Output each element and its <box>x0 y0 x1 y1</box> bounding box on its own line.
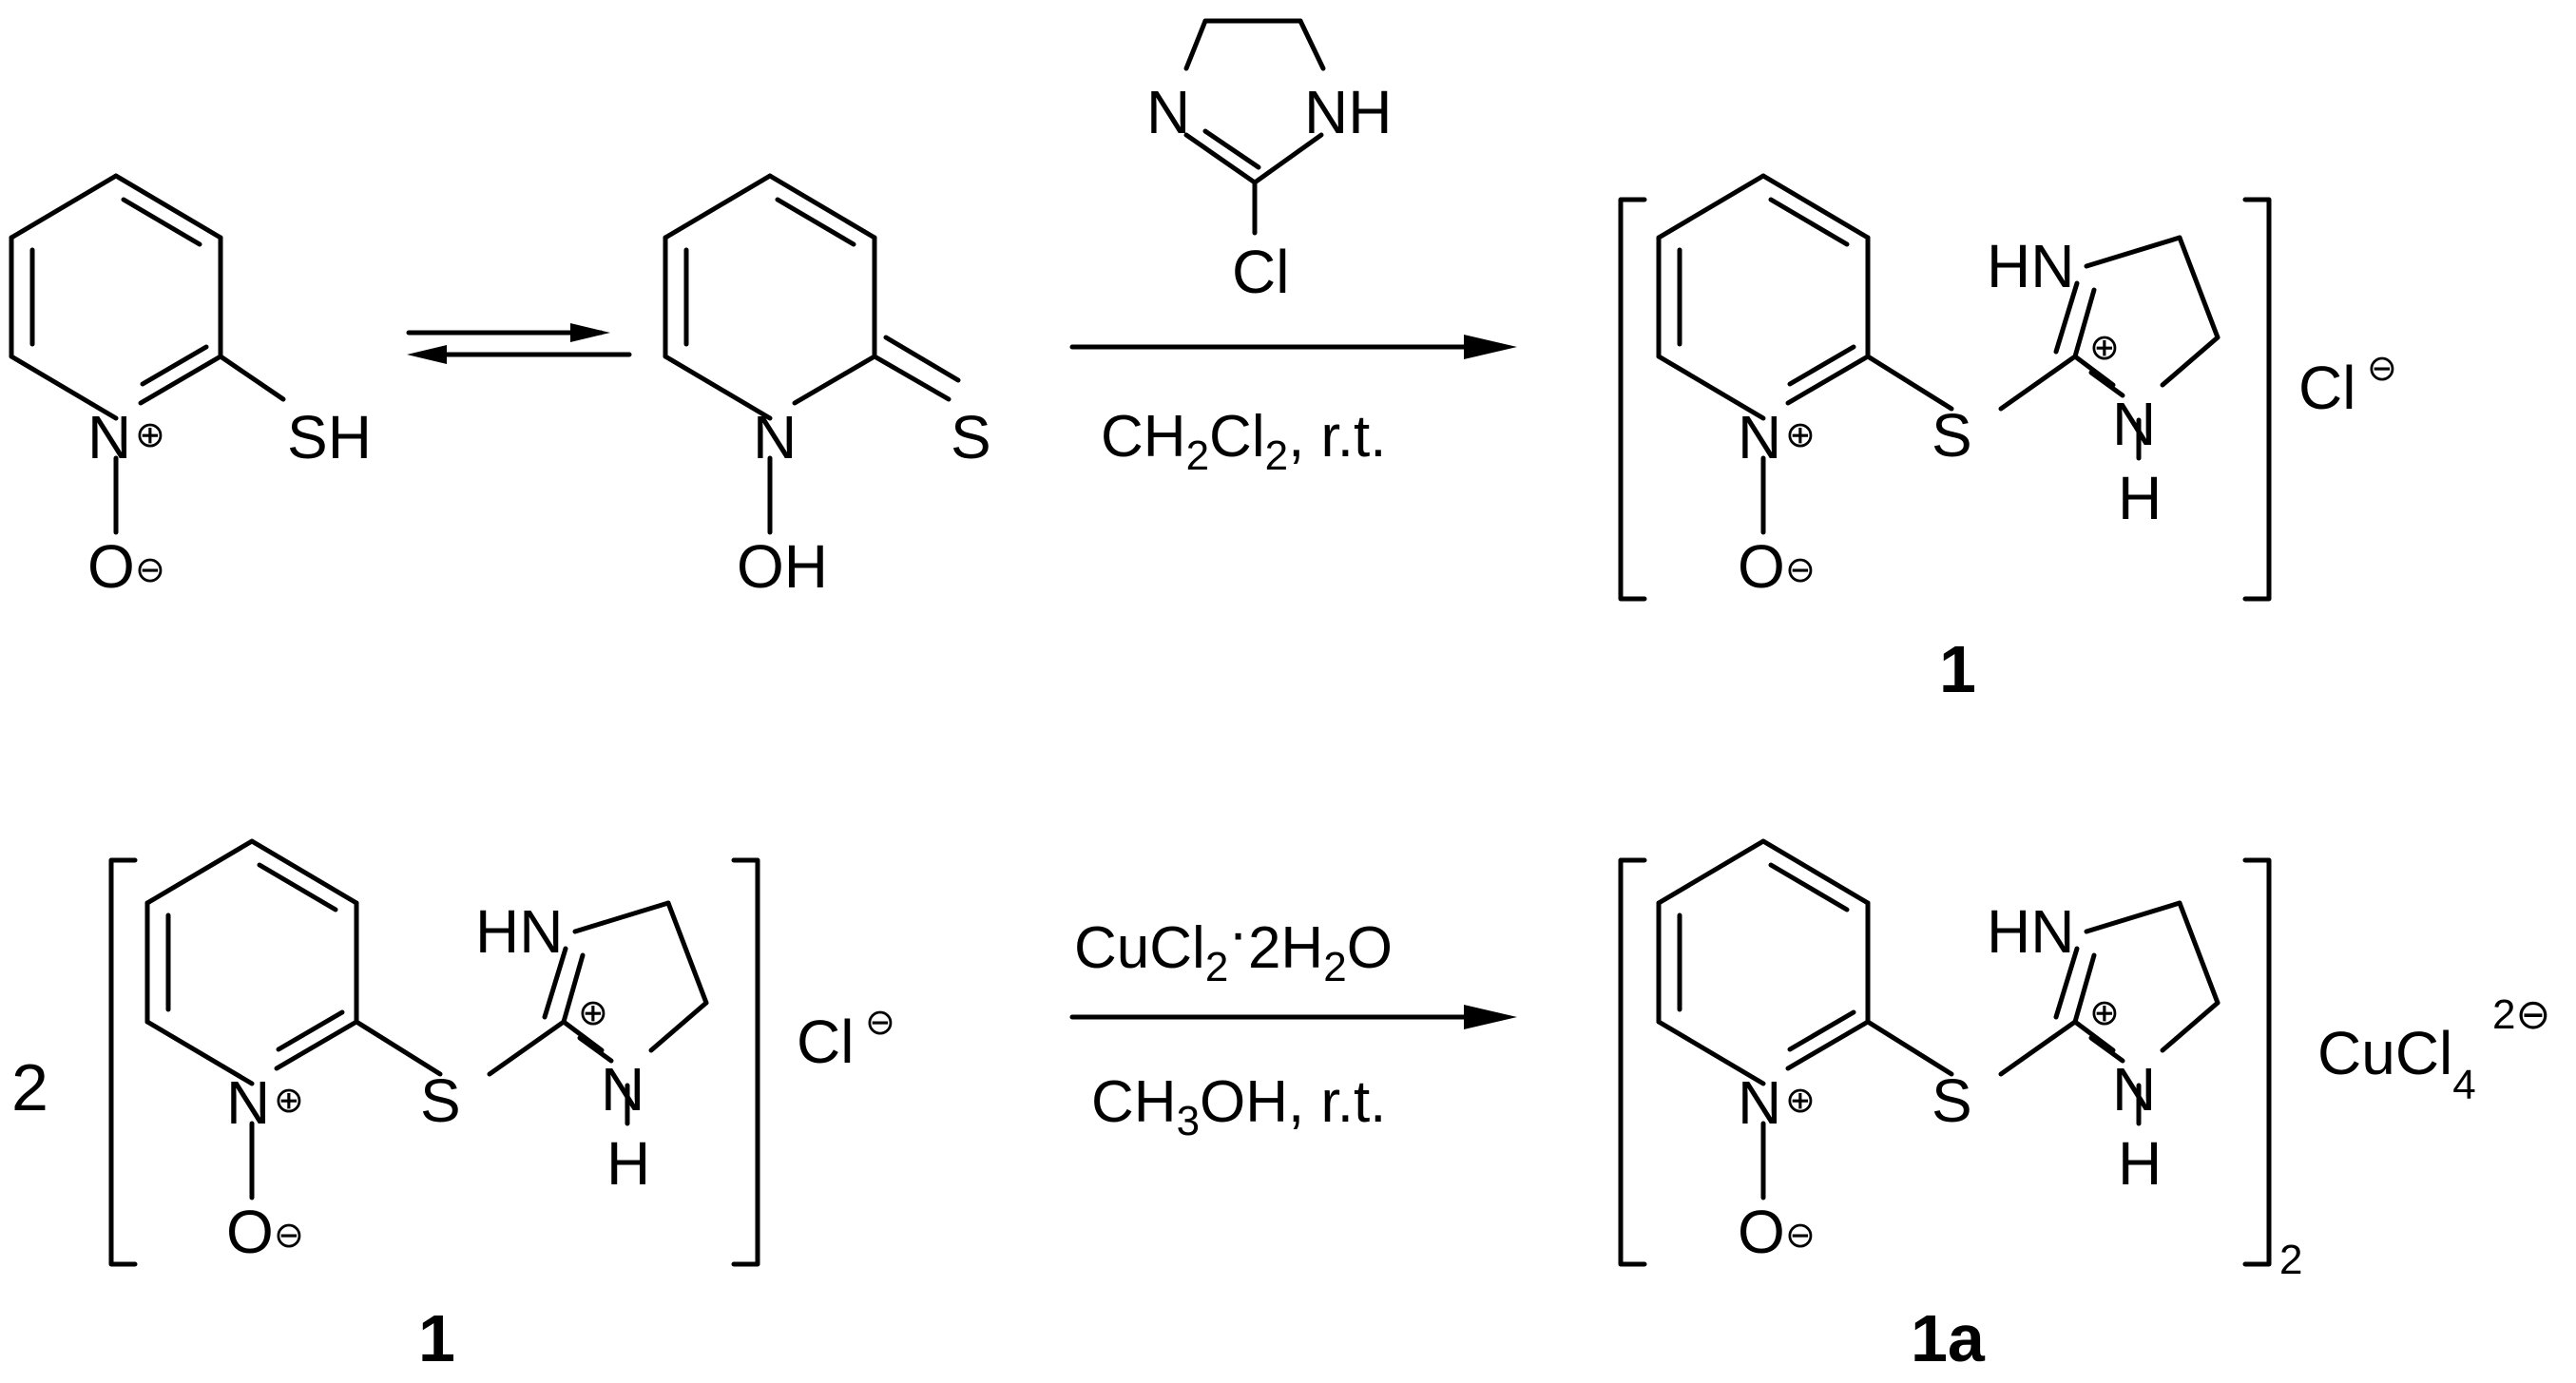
conditions-reagent-2: CuCl2·2H2O <box>1074 900 1393 990</box>
atom-oh: OH <box>737 532 828 601</box>
charge-minus: ⊖ <box>274 1214 304 1256</box>
reaction-arrow-1: CH2Cl2, r.t. <box>1069 335 1517 479</box>
cucl4-charge: 2⊖ <box>2492 991 2550 1038</box>
hydroxypyridinethione: N S OH <box>663 173 991 601</box>
conditions-solvent-2: CH3OH, r.t. <box>1091 1069 1386 1144</box>
atom-o: O <box>1738 532 1785 601</box>
counter-ion-cucl4: CuCl4 <box>2317 1019 2476 1108</box>
atom-s: S <box>420 1066 461 1135</box>
product-1-salt: N ⊕ O ⊖ S HN ⊕ N H Cl ⊖ 1 <box>1618 176 2397 706</box>
atom-n: N <box>1738 1068 1781 1137</box>
charge-plus: ⊕ <box>1785 1079 1816 1121</box>
atom-o: O <box>226 1198 274 1266</box>
atom-nh: NH <box>1304 78 1392 146</box>
atom-s: S <box>1932 1066 1972 1135</box>
counter-ion-cl: Cl <box>797 1008 854 1076</box>
atom-n: N <box>601 1055 644 1124</box>
reaction-arrow-2: CuCl2·2H2O CH3OH, r.t. <box>1069 900 1517 1144</box>
atom-s: S <box>1932 401 1972 470</box>
atom-n: N <box>2112 1055 2156 1124</box>
atom-hn: HN <box>1987 897 2074 966</box>
conditions-solvent-1: CH2Cl2, r.t. <box>1101 404 1386 479</box>
charge-plus: ⊕ <box>2089 991 2120 1033</box>
charge-minus: ⊖ <box>2367 347 2397 389</box>
chloroimidazoline-reagent: N NH Cl <box>1146 18 1392 306</box>
compound-label-1: 1 <box>1939 632 1976 706</box>
charge-plus: ⊕ <box>135 413 165 455</box>
atom-o: O <box>1738 1198 1785 1266</box>
atom-n: N <box>1738 403 1781 471</box>
reactant-2-salt: 2 N ⊕ O ⊖ S HN ⊕ N H Cl ⊖ 1 <box>11 841 895 1375</box>
charge-plus: ⊕ <box>2089 326 2120 368</box>
atom-hn: HN <box>475 897 563 966</box>
compound-label-1a: 1a <box>1911 1301 1986 1375</box>
charge-minus: ⊖ <box>135 548 165 590</box>
atom-h: H <box>2118 464 2162 532</box>
atom-n: N <box>1146 78 1190 146</box>
charge-plus: ⊕ <box>274 1079 304 1121</box>
bracket-subscript: 2 <box>2279 1237 2302 1283</box>
atom-n: N <box>2112 390 2156 458</box>
charge-minus: ⊖ <box>1785 1214 1816 1256</box>
product-1a-salt: N ⊕ O ⊖ S HN ⊕ N H 2 CuCl4 2⊖ 1a <box>1618 841 2550 1375</box>
atom-n: N <box>753 403 797 471</box>
atom-sh: SH <box>287 403 372 471</box>
atom-n: N <box>87 403 131 471</box>
equilibrium-arrow <box>406 323 632 364</box>
atom-n: N <box>226 1068 270 1137</box>
charge-minus: ⊖ <box>1785 548 1816 590</box>
charge-plus: ⊕ <box>578 991 608 1033</box>
charge-plus: ⊕ <box>1785 413 1816 455</box>
atom-cl: Cl <box>1232 238 1289 306</box>
mercaptopyridine-n-oxide: N ⊕ SH O ⊖ <box>11 176 372 601</box>
compound-label-1-reactant: 1 <box>418 1301 455 1375</box>
charge-minus: ⊖ <box>865 1001 895 1043</box>
counter-ion-cl: Cl <box>2298 354 2355 422</box>
atom-h: H <box>606 1129 650 1198</box>
atom-o: O <box>87 532 135 601</box>
stoichiometric-coefficient: 2 <box>11 1050 48 1124</box>
atom-hn: HN <box>1987 232 2074 300</box>
atom-h: H <box>2118 1129 2162 1198</box>
atom-s: S <box>951 403 991 471</box>
